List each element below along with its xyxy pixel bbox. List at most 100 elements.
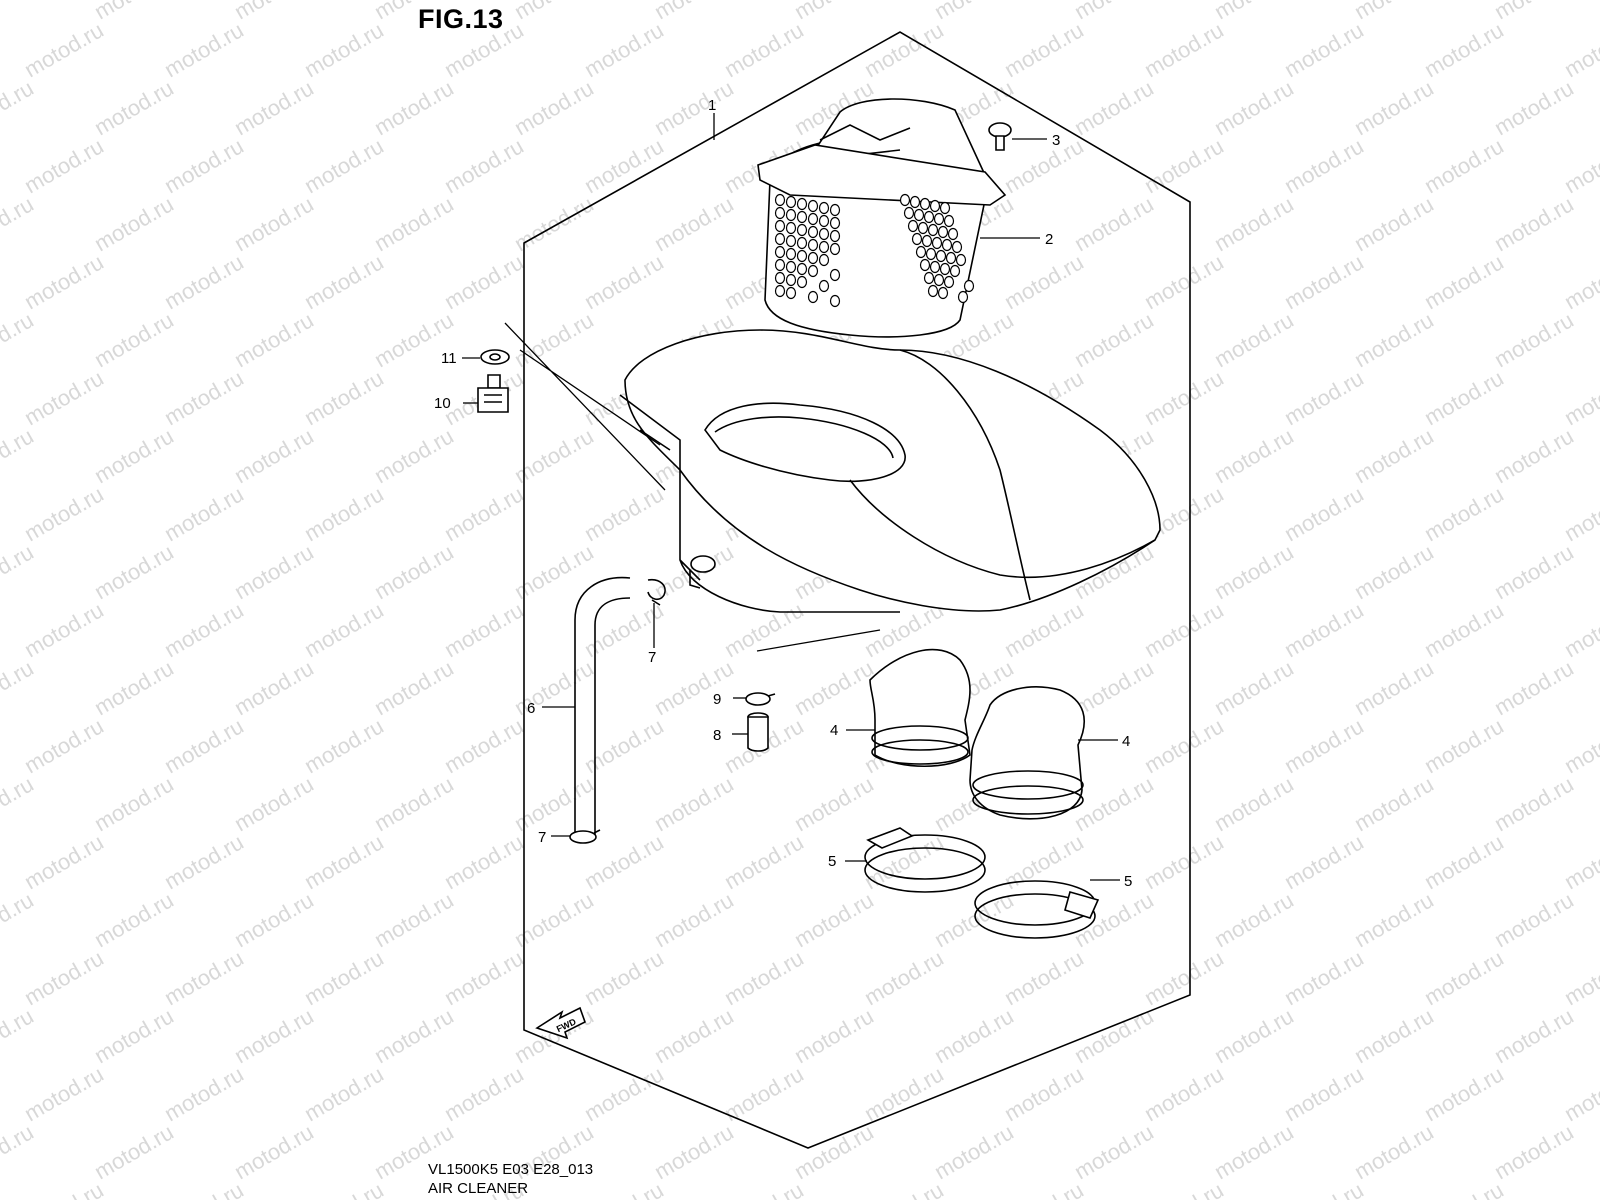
filter-hole bbox=[774, 193, 786, 207]
watermark-text: motod.ru bbox=[1560, 713, 1600, 778]
filter-hole bbox=[829, 229, 841, 243]
filter-hole bbox=[941, 238, 953, 252]
watermark-text: motod.ru bbox=[0, 1119, 38, 1184]
washer bbox=[480, 349, 510, 365]
watermark-text: motod.ru bbox=[20, 829, 108, 894]
filter-hole bbox=[807, 199, 819, 213]
watermark-text: motod.ru bbox=[1000, 829, 1088, 894]
filter-hole bbox=[929, 199, 941, 213]
watermark-text: motod.ru bbox=[790, 1003, 878, 1068]
filter-hole bbox=[785, 273, 797, 287]
callout-7-lower: 7 bbox=[538, 829, 546, 846]
filter-hole bbox=[919, 197, 931, 211]
watermark-text: motod.ru bbox=[300, 481, 388, 546]
watermark-text: motod.ru bbox=[300, 829, 388, 894]
watermark-text: motod.ru bbox=[90, 1003, 178, 1068]
watermark-text: motod.ru bbox=[370, 423, 458, 488]
watermark-text: motod.ru bbox=[1490, 887, 1578, 952]
watermark-text: motod.ru bbox=[650, 1003, 738, 1068]
filter-hole bbox=[829, 216, 841, 230]
watermark-text: motod.ru bbox=[1000, 1177, 1088, 1200]
watermark-text: motod.ru bbox=[720, 945, 808, 1010]
watermark-text: motod.ru bbox=[1280, 17, 1368, 82]
watermark-text: motod.ru bbox=[20, 597, 108, 662]
watermark-text: motod.ru bbox=[20, 365, 108, 430]
filter-hole bbox=[818, 279, 830, 293]
watermark-text: motod.ru bbox=[230, 191, 318, 256]
watermark-text: motod.ru bbox=[90, 0, 178, 24]
watermark-text: motod.ru bbox=[230, 75, 318, 140]
watermark-text: motod.ru bbox=[0, 655, 38, 720]
watermark-text: motod.ru bbox=[90, 75, 178, 140]
watermark-text: motod.ru bbox=[300, 597, 388, 662]
watermark-text: motod.ru bbox=[1140, 713, 1228, 778]
watermark-text: motod.ru bbox=[1490, 655, 1578, 720]
watermark-text: motod.ru bbox=[1420, 1177, 1508, 1200]
callout-4-left: 4 bbox=[830, 722, 838, 739]
filter-hole bbox=[785, 286, 797, 300]
watermark-text: motod.ru bbox=[440, 133, 528, 198]
watermark-text: motod.ru bbox=[1560, 829, 1600, 894]
filter-hole bbox=[923, 210, 935, 224]
watermark-text: motod.ru bbox=[300, 17, 388, 82]
watermark-text: motod.ru bbox=[230, 1119, 318, 1184]
filter-hole bbox=[774, 284, 786, 298]
watermark-text: motod.ru bbox=[1210, 655, 1298, 720]
watermark-text: motod.ru bbox=[20, 945, 108, 1010]
filter-hole bbox=[933, 212, 945, 226]
watermark-text: motod.ru bbox=[1420, 133, 1508, 198]
watermark-text: motod.ru bbox=[20, 481, 108, 546]
callout-9: 9 bbox=[713, 691, 721, 708]
filter-hole bbox=[907, 219, 919, 233]
watermark-text: motod.ru bbox=[440, 481, 528, 546]
watermark-text: motod.ru bbox=[580, 945, 668, 1010]
watermark-text: motod.ru bbox=[0, 539, 38, 604]
diagram-name: AIR CLEANER bbox=[428, 1180, 529, 1197]
watermark-text: motod.ru bbox=[1350, 0, 1438, 24]
filter-hole bbox=[939, 262, 951, 276]
watermark-text: motod.ru bbox=[580, 481, 668, 546]
watermark-text: motod.ru bbox=[90, 887, 178, 952]
filter-hole bbox=[774, 271, 786, 285]
filter-hole bbox=[909, 195, 921, 209]
watermark-text: motod.ru bbox=[1140, 133, 1228, 198]
watermark-text: motod.ru bbox=[1140, 17, 1228, 82]
watermark-text: motod.ru bbox=[160, 365, 248, 430]
watermark-text: motod.ru bbox=[650, 1119, 738, 1184]
watermark-text: motod.ru bbox=[230, 539, 318, 604]
watermark-text: motod.ru bbox=[300, 1177, 388, 1200]
watermark-text: motod.ru bbox=[300, 713, 388, 778]
watermark-text: motod.ru bbox=[160, 481, 248, 546]
watermark-text: motod.ru bbox=[510, 1003, 598, 1068]
filter-holes-right bbox=[899, 193, 975, 304]
watermark-text: motod.ru bbox=[1420, 1061, 1508, 1126]
filter-hole bbox=[796, 197, 808, 211]
watermark-text: motod.ru bbox=[720, 597, 808, 662]
watermark-text: motod.ru bbox=[1350, 307, 1438, 372]
watermark-text: motod.ru bbox=[1560, 597, 1600, 662]
watermark-text: motod.ru bbox=[1210, 539, 1298, 604]
filter-hole bbox=[919, 258, 931, 272]
watermark-text: motod.ru bbox=[1140, 829, 1228, 894]
watermark-text: motod.ru bbox=[0, 75, 38, 140]
watermark-text: motod.ru bbox=[790, 771, 878, 836]
watermark-text: motod.ru bbox=[230, 423, 318, 488]
hose-clamp-lower bbox=[569, 829, 601, 844]
filter-hole bbox=[915, 245, 927, 259]
watermark-text: motod.ru bbox=[1210, 307, 1298, 372]
watermark-text: motod.ru bbox=[230, 655, 318, 720]
filter-hole bbox=[774, 219, 786, 233]
filter-hole bbox=[785, 247, 797, 261]
callout-4-right: 4 bbox=[1122, 733, 1130, 750]
filter-hole bbox=[807, 225, 819, 239]
watermark-text: motod.ru bbox=[1420, 481, 1508, 546]
callout-5-right: 5 bbox=[1124, 873, 1132, 890]
filter-hole bbox=[807, 212, 819, 226]
watermark-text: motod.ru bbox=[1490, 423, 1578, 488]
filter-hole bbox=[818, 253, 830, 267]
watermark-text: motod.ru bbox=[1000, 133, 1088, 198]
watermark-text: motod.ru bbox=[1420, 945, 1508, 1010]
filter-hole bbox=[931, 236, 943, 250]
watermark-text: motod.ru bbox=[1210, 191, 1298, 256]
